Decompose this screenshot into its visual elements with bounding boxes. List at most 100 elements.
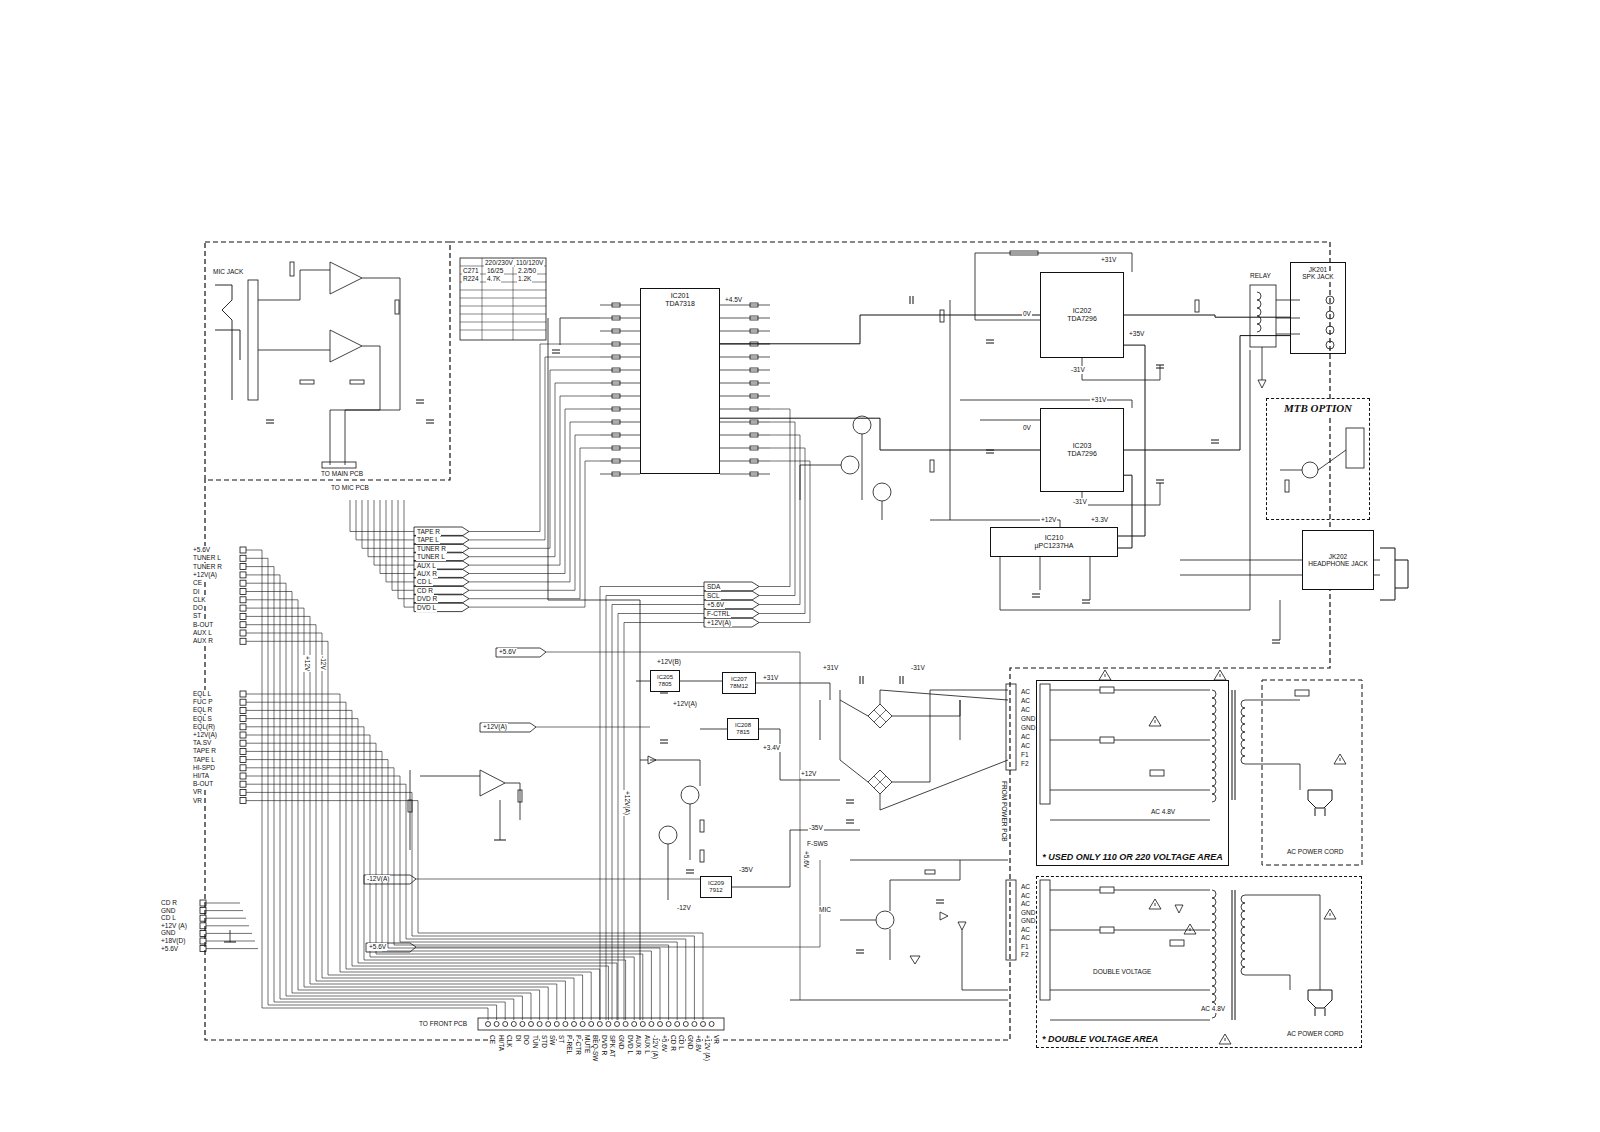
- capacitor-symbol: [903, 676, 904, 684]
- wire: [246, 801, 703, 1020]
- capacitor-symbol: [686, 873, 694, 874]
- pin-line: [720, 409, 770, 410]
- wire: [345, 380, 400, 465]
- capacitor-symbol: [846, 803, 854, 804]
- signal-label: DVD R: [600, 1034, 608, 1056]
- capacitor-symbol: [552, 350, 560, 351]
- resistor-symbol: [612, 368, 620, 372]
- resistor-symbol: [612, 459, 620, 463]
- signal-label: AC: [1020, 926, 1031, 934]
- connector-pin: [240, 748, 246, 754]
- capacitor-symbol: [1211, 443, 1219, 444]
- connector-pin: [200, 946, 206, 952]
- resistor-symbol: [940, 310, 944, 322]
- signal-label: +31V: [1090, 396, 1107, 404]
- signal-label: GND: [160, 929, 176, 937]
- part-name: IC210: [1044, 534, 1065, 542]
- signal-tag: [414, 544, 469, 553]
- pin-line: [720, 461, 770, 462]
- signal-label: STD: [540, 1034, 548, 1049]
- signal-label: DVD L: [626, 1034, 634, 1055]
- wire: [560, 318, 600, 319]
- ic-box: IC2057805: [650, 670, 680, 692]
- signal-label: AC POWER CORD: [1286, 1030, 1344, 1038]
- capacitor-symbol: [1156, 480, 1164, 481]
- wire: [950, 300, 951, 520]
- capacitor-symbol: [913, 296, 914, 304]
- table-grid: [482, 258, 483, 340]
- capacitor-symbol: [426, 420, 434, 421]
- transistor-symbol: [841, 456, 859, 474]
- signal-label: FUC P: [192, 698, 214, 706]
- signal-tag: [414, 594, 469, 603]
- bridge-rectifier: [874, 776, 886, 788]
- wire: [546, 652, 800, 1000]
- transformer-coil: [1212, 890, 1216, 1018]
- table-grid: [460, 314, 546, 315]
- wire: [469, 409, 600, 574]
- part-type: HEADPHONE JACK: [1307, 560, 1369, 567]
- connector-pin: [240, 580, 246, 586]
- wire: [1050, 890, 1100, 891]
- capacitor-symbol: [856, 950, 864, 951]
- resistor-symbol: [612, 420, 620, 424]
- signal-label: +4.5V: [724, 296, 743, 304]
- resistor-symbol: [612, 407, 620, 411]
- transformer-coil: [1241, 700, 1245, 764]
- resistor-symbol: [750, 394, 758, 398]
- wire: [1245, 764, 1300, 790]
- wire: [840, 700, 868, 716]
- signal-label: EQL S: [192, 715, 213, 723]
- signal-label: 4.7K: [486, 275, 501, 283]
- wire: [960, 700, 961, 740]
- wire: [640, 760, 648, 761]
- signal-label: HI-SPD: [192, 764, 216, 772]
- wire: [1180, 575, 1302, 576]
- signal-label: SPK AT: [608, 1034, 616, 1058]
- warning-triangle: [1340, 758, 1341, 761]
- signal-label: GND: [617, 1034, 625, 1050]
- signal-label: HI/TA: [192, 772, 210, 780]
- wire: [246, 608, 548, 1020]
- wire: [1082, 483, 1160, 505]
- signal-label: AC: [1020, 742, 1031, 750]
- wire: [1050, 820, 1210, 821]
- connector-pin: [240, 597, 246, 603]
- connector-pin: [240, 789, 246, 795]
- part-name: JK202: [1328, 553, 1348, 560]
- capacitor-symbol: [660, 743, 668, 744]
- resistor-symbol: [612, 472, 620, 476]
- connector-pin: [240, 622, 246, 628]
- table-grid: [460, 290, 546, 291]
- wire: [862, 434, 863, 500]
- fuse-symbol: [1170, 940, 1184, 946]
- resistor-symbol: [750, 303, 758, 307]
- wire: [1050, 930, 1100, 931]
- signal-label: R224: [462, 275, 480, 283]
- signal-label: +5.6V: [706, 601, 725, 609]
- part-name: IC207: [730, 676, 748, 683]
- wire: [246, 751, 651, 1020]
- capacitor-symbol: [266, 423, 274, 424]
- capacitor-symbol: [1032, 594, 1040, 595]
- signal-label: AC: [1020, 697, 1031, 705]
- signal-label: +12V(A): [706, 619, 732, 627]
- part-name: IC208: [734, 722, 752, 729]
- wire: [500, 800, 501, 840]
- connector-pin: [572, 1022, 577, 1027]
- connector-pin: [709, 1022, 714, 1027]
- signal-label: TUNER R: [416, 545, 447, 553]
- capacitor-symbol: [986, 453, 994, 454]
- connector-pin: [240, 732, 246, 738]
- signal-label: -12V (A): [651, 1034, 659, 1060]
- part-name: IC203: [1072, 442, 1093, 450]
- ic-box: IC2097912: [700, 876, 732, 898]
- wire: [1050, 1020, 1210, 1021]
- signal-label: +5.6V: [498, 648, 517, 656]
- wire: [246, 710, 608, 1020]
- wire: [398, 500, 414, 599]
- signal-wire: [1124, 315, 1290, 317]
- connector-pin: [240, 630, 246, 636]
- wire: [246, 743, 643, 1020]
- wire: [246, 567, 505, 1020]
